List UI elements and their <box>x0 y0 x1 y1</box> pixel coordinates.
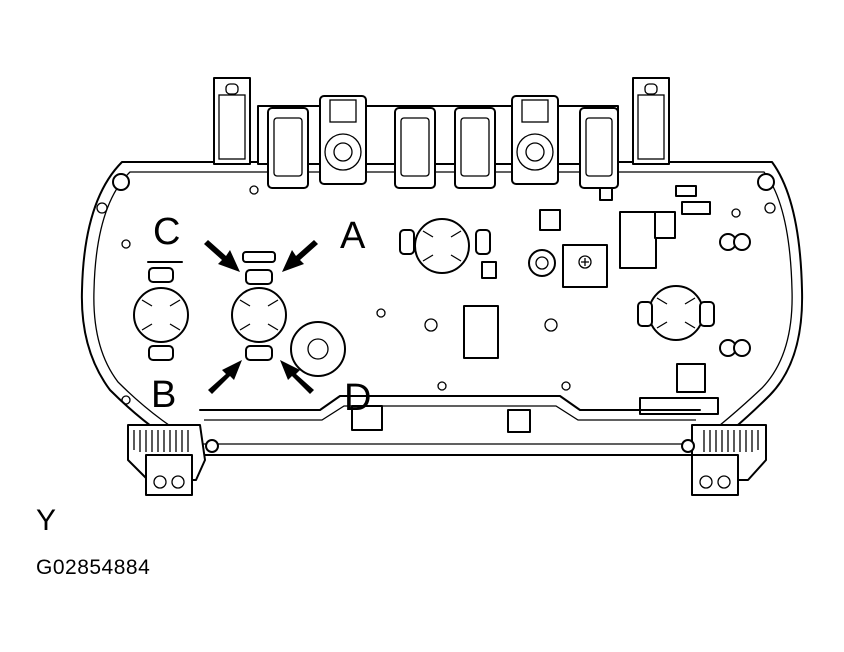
arrow-lower-right <box>280 360 314 394</box>
connector-5 <box>511 95 559 185</box>
bottom-rail <box>199 395 701 433</box>
boss-top-right <box>757 173 775 191</box>
screw-marks <box>121 185 741 405</box>
housing-outline <box>80 161 804 456</box>
connector-6 <box>579 107 619 189</box>
right-components <box>562 185 751 415</box>
round-boss-d <box>290 321 346 377</box>
arrow-upper-left <box>204 240 240 272</box>
bulb-socket-left <box>133 261 189 361</box>
figure-code: G02854884 <box>36 556 151 579</box>
right-mount-bracket <box>632 77 670 165</box>
label-a: A <box>340 215 366 257</box>
connector-4 <box>454 107 496 189</box>
label-d: D <box>344 377 371 419</box>
bulb-socket-center <box>399 209 561 359</box>
bulb-socket-center-left <box>231 251 287 361</box>
left-mount-bracket <box>213 77 251 165</box>
label-c: C <box>153 211 180 253</box>
screw-hole-left <box>96 202 108 214</box>
connector-row <box>257 95 619 189</box>
arrow-lower-left <box>208 360 242 394</box>
left-foot <box>127 424 219 496</box>
label-b: B <box>151 374 176 416</box>
screw-hole-right <box>764 202 776 214</box>
connector-1 <box>267 107 309 189</box>
arrow-upper-right <box>282 240 318 272</box>
connector-2 <box>319 95 367 185</box>
connector-3 <box>394 107 436 189</box>
boss-top-left <box>112 173 130 191</box>
view-label: Y <box>36 504 57 537</box>
right-foot <box>681 424 767 496</box>
